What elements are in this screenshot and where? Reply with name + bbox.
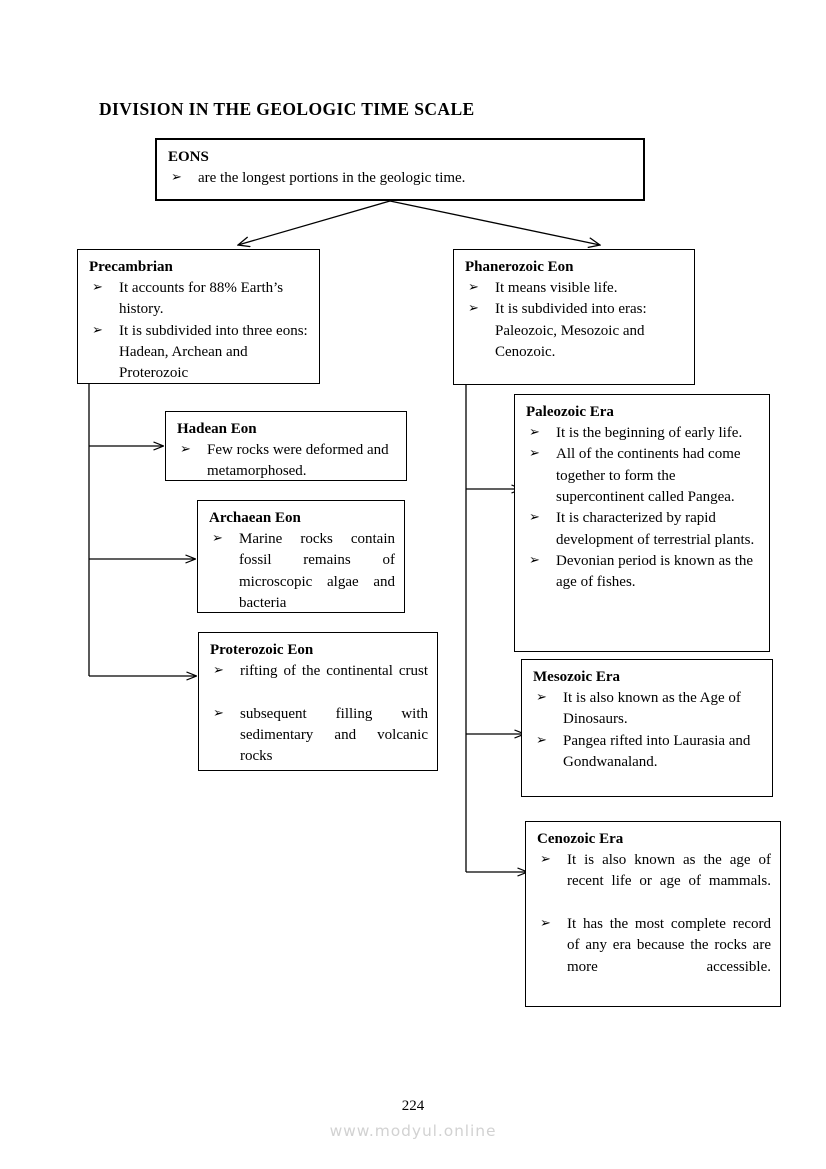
- node-eons-title: EONS: [168, 149, 209, 165]
- node-archaean-title: Archaean Eon: [209, 510, 301, 526]
- node-paleozoic[interactable]: Paleozoic Era ➢It is the beginning of ea…: [514, 394, 770, 652]
- bullet-arrow-icon: ➢: [171, 170, 182, 186]
- node-mesozoic-bullets: ➢It is also known as the Age of Dinosaur…: [533, 688, 763, 773]
- list-item: ➢It accounts for 88% Earth’s history.: [92, 280, 284, 318]
- node-cenozoic-title: Cenozoic Era: [537, 831, 624, 847]
- list-item: ➢Pangea rifted into Laurasia and Gondwan…: [536, 732, 751, 771]
- node-precambrian-title: Precambrian: [89, 259, 173, 275]
- bullet-arrow-icon: ➢: [529, 510, 540, 526]
- list-item: ➢subsequent filling with sedimentary and…: [213, 705, 428, 765]
- bullet-arrow-icon: ➢: [540, 916, 551, 932]
- bullet-arrow-icon: ➢: [92, 280, 103, 296]
- node-proterozoic[interactable]: Proterozoic Eon ➢rifting of the continen…: [198, 632, 438, 771]
- node-paleozoic-bullets: ➢It is the beginning of early life. ➢All…: [526, 423, 760, 593]
- node-mesozoic-title: Mesozoic Era: [533, 669, 621, 685]
- list-item: ➢It is also known as the age of recent l…: [540, 852, 771, 890]
- node-eons[interactable]: EONS ➢are the longest portions in the ge…: [155, 138, 645, 201]
- bullet-arrow-icon: ➢: [536, 732, 547, 748]
- node-eons-bullets: ➢are the longest portions in the geologi…: [168, 168, 634, 189]
- bullet-arrow-icon: ➢: [529, 425, 540, 441]
- list-item: ➢It is characterized by rapid developmen…: [529, 510, 755, 548]
- list-item: ➢It has the most complete record of any …: [540, 916, 771, 975]
- node-proterozoic-bullets: ➢rifting of the continental crust ➢subse…: [210, 661, 428, 789]
- bullet-arrow-icon: ➢: [540, 852, 551, 868]
- node-hadean-bullets: ➢Few rocks were deformed and metamorphos…: [177, 440, 397, 483]
- node-phanerozoic-title: Phanerozoic Eon: [465, 259, 574, 275]
- bullet-arrow-icon: ➢: [213, 663, 224, 679]
- list-item: ➢It is also known as the Age of Dinosaur…: [536, 690, 741, 728]
- node-cenozoic-bullets: ➢It is also known as the age of recent l…: [537, 850, 771, 999]
- list-item: ➢rifting of the continental crust: [213, 663, 428, 680]
- list-item: ➢It is subdivided into three eons: Hadea…: [92, 322, 308, 382]
- bullet-arrow-icon: ➢: [536, 690, 547, 706]
- watermark: www.modyul.online: [329, 1122, 497, 1140]
- node-mesozoic[interactable]: Mesozoic Era ➢It is also known as the Ag…: [521, 659, 773, 797]
- bullet-arrow-icon: ➢: [529, 446, 540, 462]
- bullet-arrow-icon: ➢: [213, 705, 224, 721]
- list-item: ➢All of the continents had come together…: [529, 446, 741, 506]
- bullet-arrow-icon: ➢: [468, 301, 479, 317]
- list-item: ➢It is the beginning of early life.: [529, 425, 743, 442]
- list-item: ➢are the longest portions in the geologi…: [171, 170, 466, 187]
- list-item: ➢It is subdivided into eras: Paleozoic, …: [468, 301, 647, 361]
- bullet-arrow-icon: ➢: [468, 280, 479, 296]
- node-precambrian[interactable]: Precambrian ➢It accounts for 88% Earth’s…: [77, 249, 320, 384]
- node-proterozoic-title: Proterozoic Eon: [210, 642, 314, 658]
- node-archaean-bullets: ➢Marine rocks contain fossil remains of …: [209, 529, 395, 635]
- node-cenozoic[interactable]: Cenozoic Era ➢It is also known as the ag…: [525, 821, 781, 1007]
- node-phanerozoic-bullets: ➢It means visible life. ➢It is subdivide…: [465, 278, 685, 363]
- node-paleozoic-title: Paleozoic Era: [526, 404, 614, 420]
- bullet-arrow-icon: ➢: [180, 442, 191, 458]
- list-item: ➢Few rocks were deformed and metamorphos…: [180, 442, 389, 480]
- node-precambrian-bullets: ➢It accounts for 88% Earth’s history. ➢I…: [89, 278, 310, 384]
- page-number: 224: [401, 1098, 425, 1114]
- node-phanerozoic[interactable]: Phanerozoic Eon ➢It means visible life. …: [453, 249, 695, 385]
- node-archaean[interactable]: Archaean Eon ➢Marine rocks contain fossi…: [197, 500, 405, 613]
- list-item: ➢It means visible life.: [468, 280, 618, 297]
- bullet-arrow-icon: ➢: [92, 322, 103, 338]
- list-item: ➢Marine rocks contain fossil remains of …: [212, 531, 395, 612]
- node-hadean-title: Hadean Eon: [177, 421, 257, 437]
- page-title: DIVISION IN THE GEOLOGIC TIME SCALE: [99, 99, 475, 119]
- bullet-arrow-icon: ➢: [529, 552, 540, 568]
- bullet-arrow-icon: ➢: [212, 531, 223, 547]
- list-item: ➢Devonian period is known as the age of …: [529, 552, 754, 591]
- node-hadean[interactable]: Hadean Eon ➢Few rocks were deformed and …: [165, 411, 407, 481]
